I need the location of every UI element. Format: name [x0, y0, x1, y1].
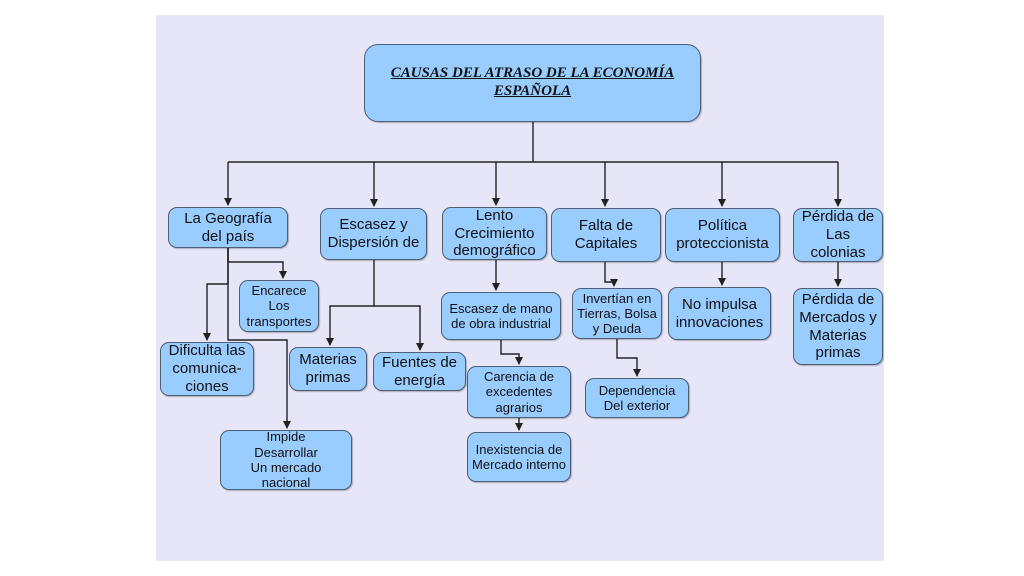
node-lento-crecimiento: Lento Crecimiento demográfico — [442, 207, 547, 260]
node-invertian: Invertían en Tierras, Bolsa y Deuda — [572, 288, 662, 339]
node-falta-capitales: Falta de Capitales — [551, 208, 661, 262]
node-no-impulsa: No impulsa innovaciones — [668, 287, 771, 340]
node-perdida-colonias: Pérdida de Las colonias — [793, 208, 883, 262]
node-carencia-excedentes: Carencia de excedentes agrarios — [467, 366, 571, 418]
node-fuentes-energia: Fuentes de energía — [373, 352, 466, 391]
node-perdida-mercados: Pérdida de Mercados y Materias primas — [793, 288, 883, 365]
node-materias-primas: Materias primas — [289, 347, 367, 391]
node-dependencia-exterior: Dependencia Del exterior — [585, 378, 689, 418]
diagram-title-node: CAUSAS DEL ATRASO DE LA ECONOMÍA ESPAÑOL… — [364, 44, 701, 122]
node-escasez-mano-obra: Escasez de mano de obra industrial — [441, 292, 561, 340]
node-escasez-dispersion: Escasez y Dispersión de — [320, 208, 427, 260]
node-encarece-transportes: Encarece Los transportes — [239, 280, 319, 332]
node-inexistencia-mercado: Inexistencia de Mercado interno — [467, 432, 571, 482]
node-dificulta-comunicaciones: Dificulta las comunica- ciones — [160, 342, 254, 396]
node-geografia: La Geografía del país — [168, 207, 288, 248]
node-impide-mercado: Impide Desarrollar Un mercado nacional — [220, 430, 352, 490]
node-politica-proteccionista: Política proteccionista — [665, 208, 780, 262]
